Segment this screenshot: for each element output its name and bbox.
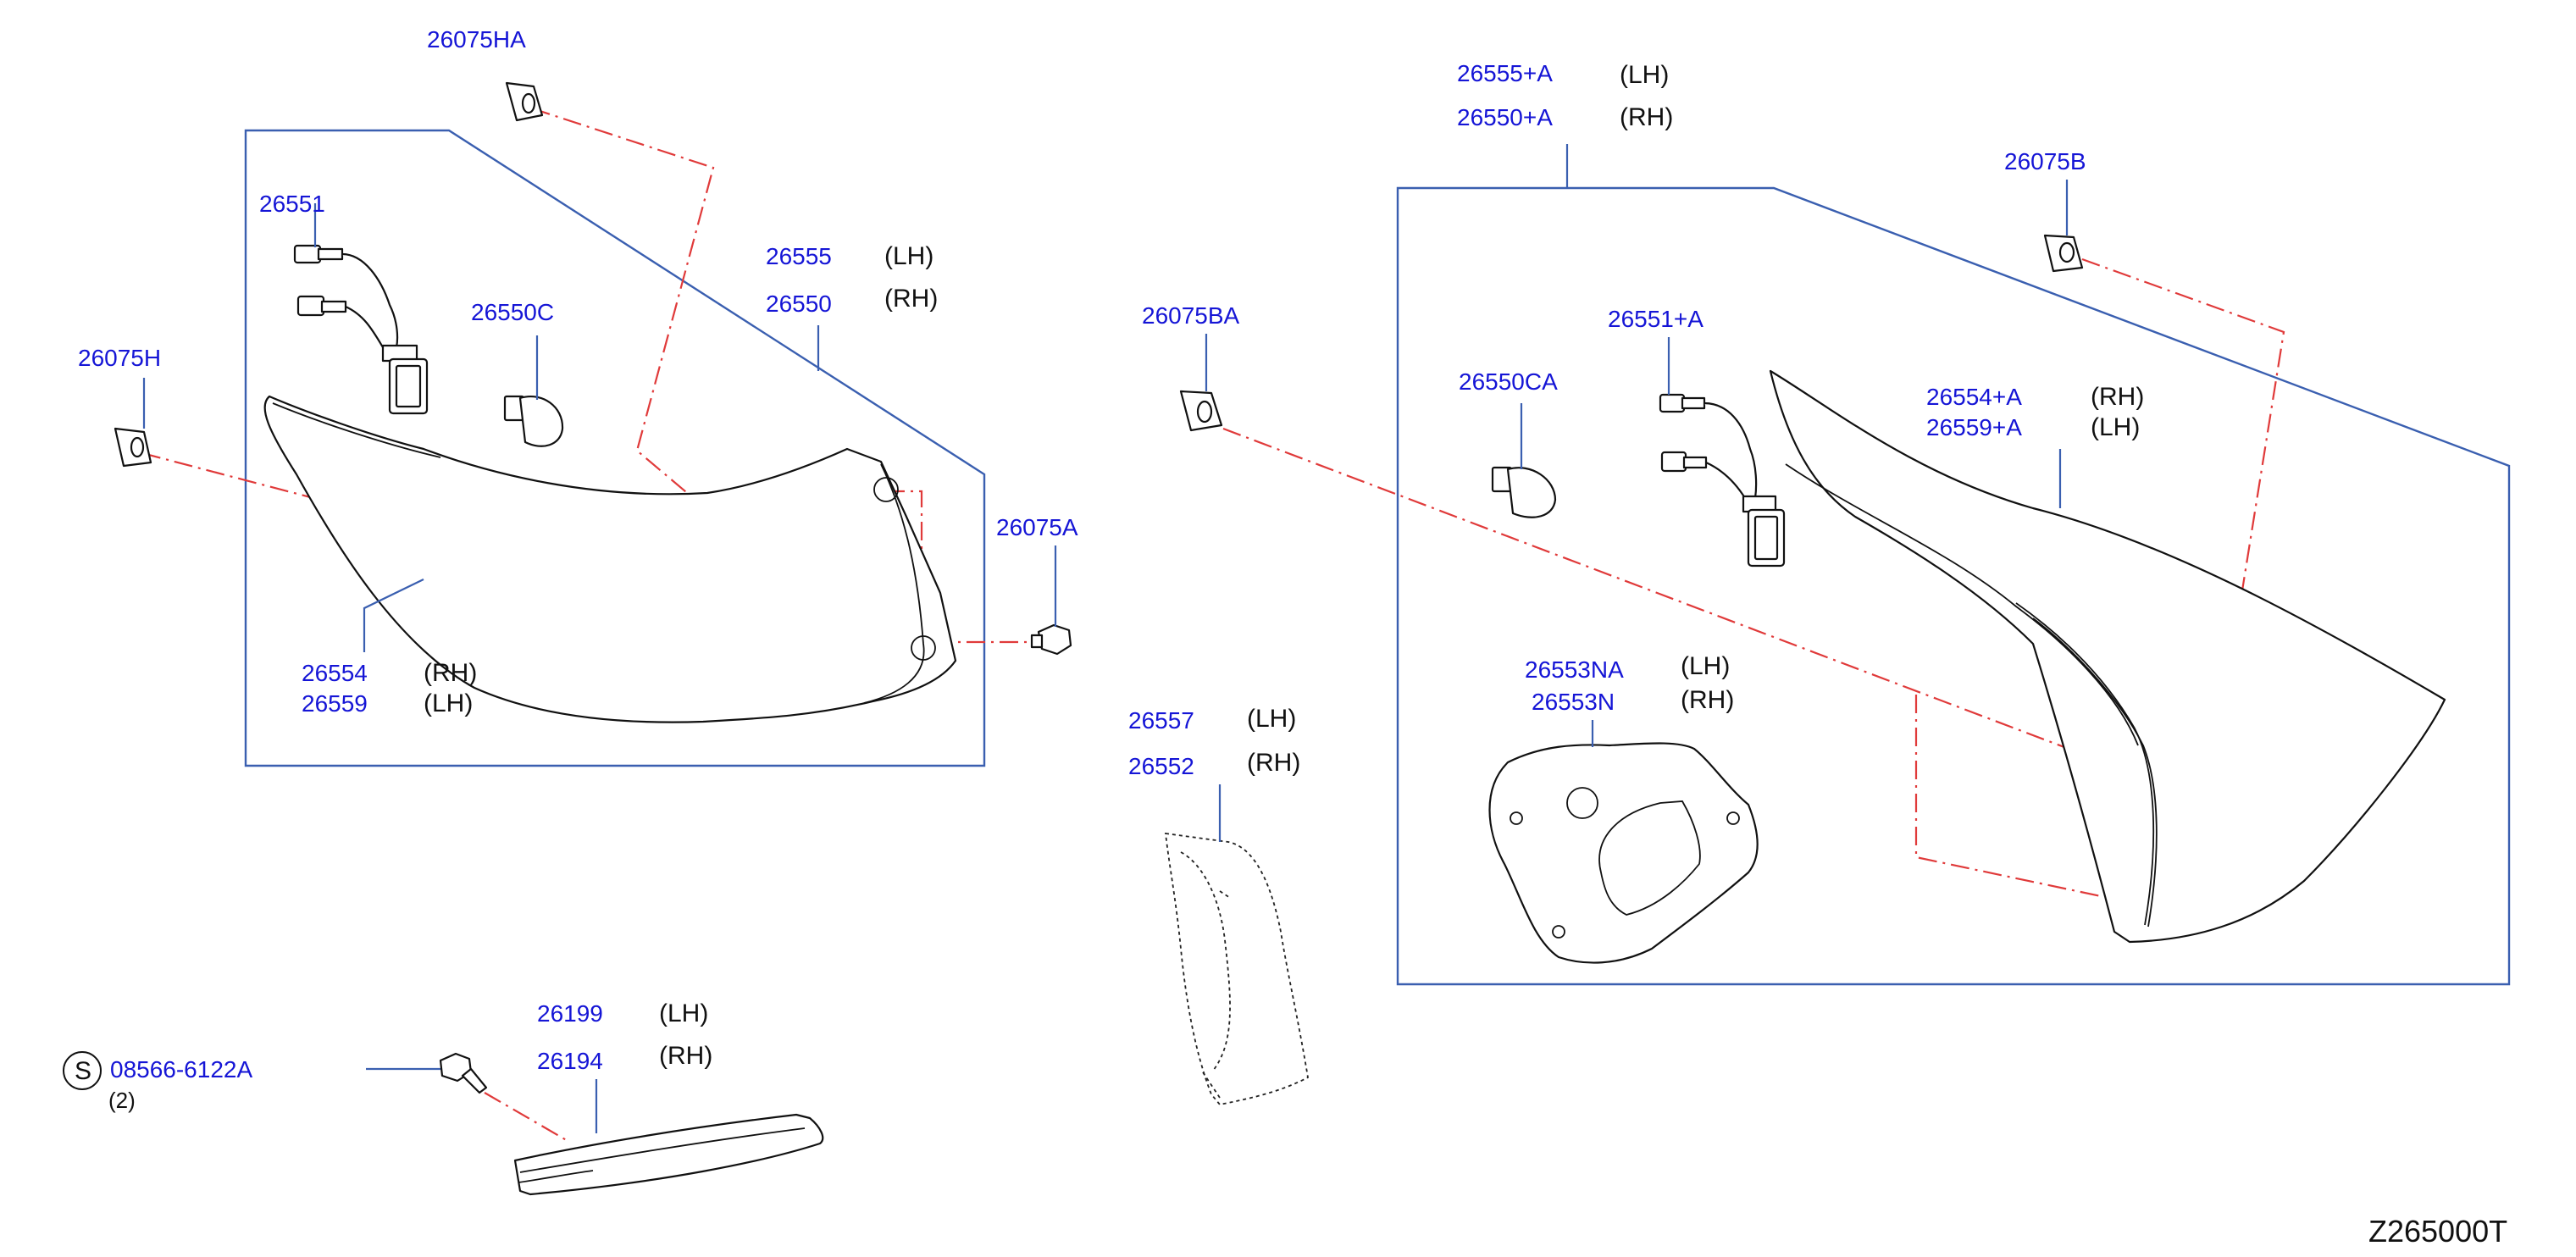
label-s-symbol: S <box>75 1057 91 1085</box>
label-26559a: 26559+A <box>1926 414 2022 440</box>
label-26559-side: (LH) <box>424 689 473 717</box>
clip-26075b <box>2043 234 2084 273</box>
nut-26075a <box>1030 623 1072 656</box>
right-assembly-frame <box>1396 186 2511 986</box>
dashline-clip-26075ha <box>531 107 746 543</box>
dashline-clip-26075ba <box>1222 427 2195 798</box>
label-26075b: 26075B <box>2004 148 2086 174</box>
label-26194-side: (RH) <box>659 1042 712 1070</box>
side-marker-lamp-26199-26194 <box>513 1113 824 1196</box>
clip-26075h <box>114 427 152 468</box>
screw-08566-6122a <box>439 1052 488 1094</box>
label-26550a: 26550+A <box>1457 104 1553 130</box>
label-26554a: 26554+A <box>1926 384 2022 410</box>
label-08566-6122a: 08566-6122A <box>110 1056 252 1083</box>
bulb-socket-harness-26551a <box>1659 393 1786 568</box>
leader-26554-26559 <box>363 579 424 652</box>
label-26551: 26551 <box>259 191 325 217</box>
label-26553n-side: (RH) <box>1681 686 1734 714</box>
label-26194: 26194 <box>537 1048 603 1074</box>
bulb-26550c <box>503 395 564 447</box>
label-26555a-side: (LH) <box>1620 61 1669 89</box>
label-26075h: 26075H <box>78 345 161 371</box>
label-26554-side: (RH) <box>424 659 477 687</box>
label-26559a-side: (LH) <box>2091 413 2140 441</box>
label-26075a: 26075A <box>996 514 1078 540</box>
label-26550: 26550 <box>766 291 832 317</box>
diagram-code: Z265000T <box>2368 1214 2507 1249</box>
label-26555-side: (LH) <box>884 242 933 270</box>
label-26554a-side: (RH) <box>2091 383 2144 411</box>
gasket-26553na-26553n <box>1488 742 1759 964</box>
label-26554: 26554 <box>302 660 368 686</box>
label-26553na: 26553NA <box>1525 656 1624 683</box>
label-26550ca: 26550CA <box>1459 368 1558 395</box>
left-assembly-frame <box>244 129 986 767</box>
dashline-clip-26075b <box>2081 257 2293 695</box>
clip-26075ba <box>1179 390 1223 432</box>
bulb-socket-harness-26551 <box>293 244 429 415</box>
label-26552: 26552 <box>1128 753 1194 779</box>
label-26559: 26559 <box>302 690 368 717</box>
label-26075ba: 26075BA <box>1142 302 1240 329</box>
dashline-screw <box>484 1092 570 1143</box>
label-26555a: 26555+A <box>1457 60 1553 86</box>
dashline-clip-26075h <box>141 451 314 500</box>
label-26553n: 26553N <box>1532 689 1615 715</box>
label-26552-side: (RH) <box>1247 749 1300 777</box>
label-08566-6122a-qty: (2) <box>108 1088 136 1113</box>
label-26553na-side: (LH) <box>1681 652 1730 680</box>
label-26199-side: (LH) <box>659 1000 708 1027</box>
label-26557-side: (LH) <box>1247 705 1296 733</box>
label-26557: 26557 <box>1128 707 1194 734</box>
rear-reflector-26557-26552 <box>1164 832 1309 1105</box>
rear-combination-lamp-left-view <box>263 395 957 723</box>
rear-combination-lamp-right-view <box>1769 369 2446 944</box>
label-26199: 26199 <box>537 1000 603 1027</box>
s-symbol-circle <box>63 1051 102 1090</box>
label-26550-side: (RH) <box>884 285 938 313</box>
label-26550a-side: (RH) <box>1620 103 1673 131</box>
label-26551a: 26551+A <box>1608 306 1703 332</box>
clip-26075ha <box>505 81 544 122</box>
label-26075ha: 26075HA <box>427 26 526 53</box>
label-26555: 26555 <box>766 243 832 269</box>
bulb-26550ca <box>1491 466 1557 518</box>
label-26550c: 26550C <box>471 299 554 325</box>
